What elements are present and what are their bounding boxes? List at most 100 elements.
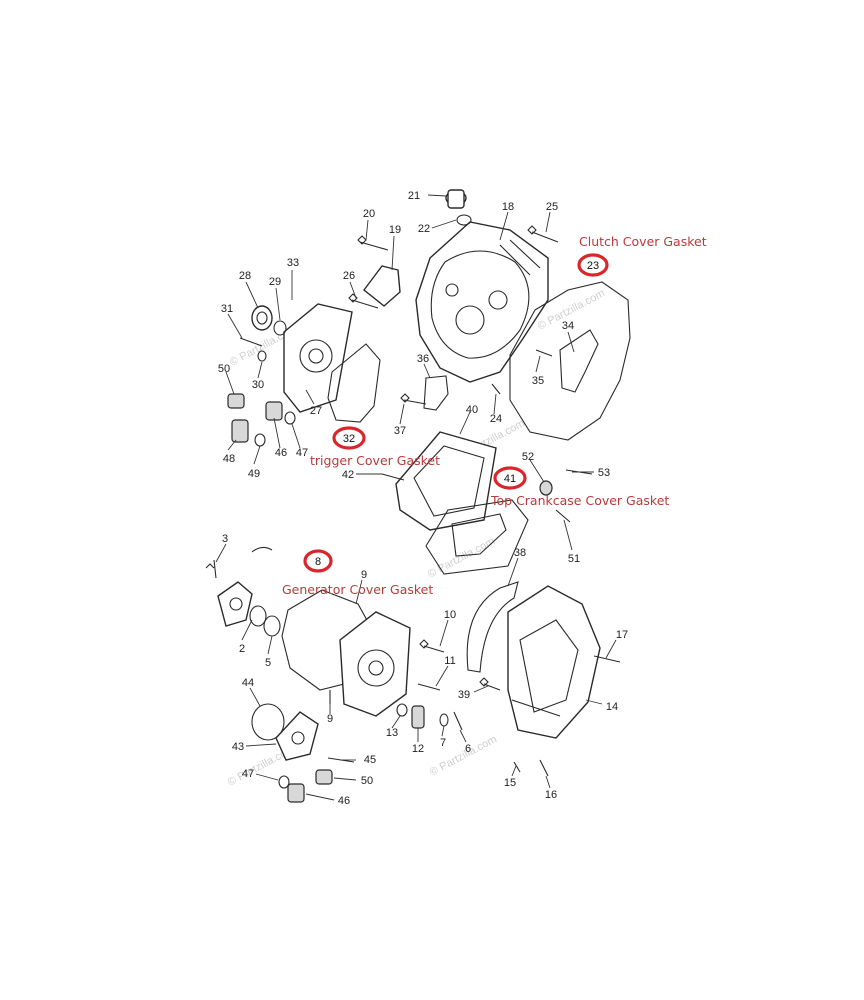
part-number: 34 [562, 320, 574, 332]
part-number: 20 [363, 208, 375, 220]
top-crankcase-cover-part [395, 431, 497, 531]
part-number: 6 [465, 743, 471, 755]
part-number: 7 [440, 737, 446, 749]
part-number: 49 [248, 468, 260, 480]
part-number: 16 [545, 789, 557, 801]
part-number: 15 [504, 777, 516, 789]
part-number-labels: 21 22 18 25 20 19 26 33 28 29 31 34 35 3… [218, 190, 628, 807]
part-number: 11 [444, 655, 455, 667]
part-number: 5 [265, 657, 271, 669]
top-crankcase-cover-gasket-part [425, 499, 529, 575]
o-ring-29-part [273, 320, 287, 336]
part-number: 48 [223, 453, 235, 465]
callout-number: 8 [315, 556, 321, 568]
part-number: 50 [361, 775, 373, 787]
part-number: 47 [296, 447, 308, 459]
callout-number: 23 [587, 260, 599, 272]
part-number: 24 [490, 413, 502, 425]
part-number: 43 [232, 741, 244, 753]
bearings-2-5-part [249, 605, 281, 637]
callout-ring [577, 253, 609, 277]
callout-label: Top Crankcase Cover Gasket [490, 493, 669, 508]
part-number: 45 [364, 754, 376, 766]
part-number: 14 [606, 701, 618, 713]
trigger-cover-gasket-part [327, 343, 381, 423]
chain-guide-38-part [466, 581, 519, 673]
cover-bolts-upper [348, 225, 559, 405]
part-number: 9 [327, 713, 333, 725]
sprocket-cover-14-part [507, 585, 601, 739]
part-number: 28 [239, 270, 251, 282]
callout-label: trigger Cover Gasket [310, 453, 440, 468]
callout-trigger-cover-gasket: 32 trigger Cover Gasket [310, 426, 440, 468]
callout-top-crankcase-cover-gasket: 41 Top Crankcase Cover Gasket [490, 466, 669, 508]
part-number: 2 [239, 643, 245, 655]
trigger-cover-part [283, 303, 353, 413]
callout-number: 32 [343, 433, 355, 445]
stator-plate-part [217, 581, 253, 627]
part-number: 13 [386, 727, 398, 739]
part-number: 53 [598, 467, 610, 479]
callout-generator-cover-gasket: 8 Generator Cover Gasket [282, 549, 433, 597]
watermark: © Partzilla.com [428, 733, 499, 778]
part-number: 12 [412, 743, 424, 755]
clutch-cover-part [415, 221, 549, 383]
oil-filler-cap-part [445, 189, 472, 226]
clutch-cover-gasket-part [509, 281, 631, 441]
o-ring-44-part [251, 703, 285, 741]
fasteners-lower-part [327, 639, 463, 763]
plugs-left-part [227, 393, 296, 447]
part-number: 39 [458, 689, 470, 701]
part-number: 21 [408, 190, 420, 202]
wire-clip-3-part [205, 546, 273, 579]
callout-label: Generator Cover Gasket [282, 582, 433, 597]
part-number: 46 [338, 795, 350, 807]
part-number: 50 [218, 363, 230, 375]
part-number: 36 [417, 353, 429, 365]
part-number: 42 [342, 469, 354, 481]
callout-ring [303, 549, 333, 573]
callout-ring [332, 426, 366, 450]
part-number: 27 [310, 405, 322, 417]
part-number: 22 [418, 223, 430, 235]
bolts-right-part [479, 655, 621, 777]
part-number: 3 [222, 533, 228, 545]
part-number: 38 [514, 547, 526, 559]
bracket-19-part [363, 265, 401, 307]
cover-plate-43-part [275, 711, 319, 761]
bolt-31-part [239, 337, 263, 347]
callout-ring [493, 466, 527, 490]
seal-28-part [251, 305, 273, 331]
plugs-lower-part [278, 769, 333, 803]
callout-number: 41 [504, 473, 516, 485]
part-number: 26 [343, 270, 355, 282]
part-number: 17 [616, 629, 628, 641]
part-number: 37 [394, 425, 406, 437]
part-number: 35 [532, 375, 544, 387]
callout-label: Clutch Cover Gasket [579, 234, 707, 249]
part-number: 10 [444, 609, 456, 621]
part-number: 40 [466, 404, 478, 416]
part-number: 19 [389, 224, 401, 236]
part-number: 29 [269, 276, 281, 288]
leader-lines [215, 194, 617, 801]
part-number: 44 [242, 677, 254, 689]
watermark: © Partzilla.com [426, 535, 497, 580]
part-number: 9 [361, 569, 367, 581]
fittings-52-53-51-part [381, 469, 593, 523]
part-number: 18 [502, 201, 514, 213]
part-number: 46 [275, 447, 287, 459]
part-number: 25 [546, 201, 558, 213]
part-number: 33 [287, 257, 299, 269]
washer-30-part [257, 350, 267, 362]
generator-cover-part [339, 611, 411, 717]
bracket-36-part [423, 375, 449, 411]
part-number: 47 [242, 768, 254, 780]
part-number: 30 [252, 379, 264, 391]
part-number: 31 [221, 303, 233, 315]
part-number: 52 [522, 451, 534, 463]
callout-clutch-cover-gasket: 23 Clutch Cover Gasket [577, 234, 707, 277]
part-number: 51 [568, 553, 580, 565]
